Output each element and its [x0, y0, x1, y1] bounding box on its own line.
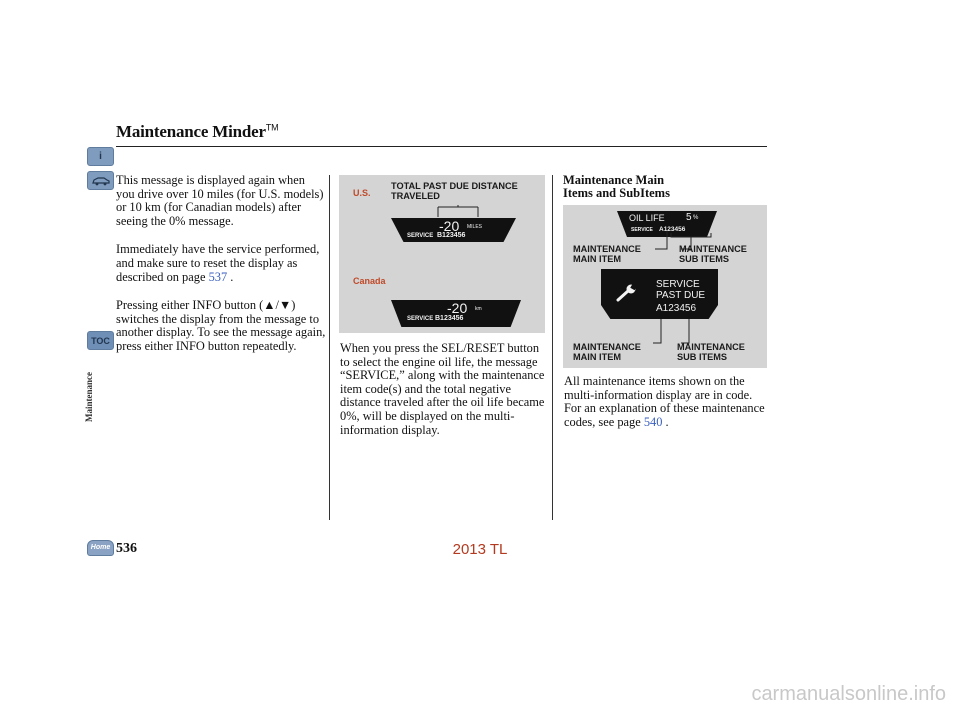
period-2: . — [665, 414, 669, 429]
middle-paragraph: When you press the SEL/RESET button to s… — [340, 341, 545, 437]
us-service-label: SERVICE — [407, 233, 434, 239]
column-divider-2 — [552, 175, 553, 520]
canada-service-label: SERVICE — [407, 316, 434, 322]
section-heading-line-2: Items and SubItems — [563, 186, 670, 200]
section-heading-line-1: Maintenance Main — [563, 173, 665, 187]
oil-life-service-code: A123456 — [659, 226, 686, 233]
canada-display: -20 km SERVICE B123456 — [391, 300, 521, 327]
service-past-due-display: SERVICE PAST DUE A123456 — [601, 269, 718, 319]
main-item-label-top: MAINTENANCE MAIN ITEM — [573, 244, 641, 264]
past-due-code: A123456 — [656, 303, 697, 314]
paragraph-1: This message is displayed again when you… — [116, 173, 324, 228]
us-display: -20 MILES SERVICE B123456 — [391, 218, 516, 242]
wrench-icon — [616, 284, 637, 302]
info-icon: i — [99, 151, 102, 162]
paragraph-2: Immediately have the service performed, … — [116, 243, 326, 284]
page-title: Maintenance MinderTM — [116, 122, 279, 142]
paragraph-2-text: Immediately have the service performed, … — [116, 242, 320, 284]
distance-figure: U.S. TOTAL PAST DUE DISTANCE TRAVELED -2… — [339, 175, 545, 333]
trademark: TM — [265, 122, 279, 133]
us-distance-unit: MILES — [467, 224, 483, 230]
oil-life-label: OIL LIFE — [629, 213, 665, 223]
toc-nav-button[interactable]: TOC — [87, 331, 114, 350]
title-rule — [116, 146, 767, 147]
page-537-link[interactable]: 537 — [208, 269, 228, 284]
right-paragraph: All maintenance items shown on the multi… — [564, 374, 769, 429]
oil-life-service-label: SERVICE — [631, 227, 653, 233]
model-label: 2013 TL — [452, 541, 508, 558]
us-label: U.S. — [353, 188, 371, 198]
oil-life-value: 5 — [686, 212, 692, 223]
oil-life-unit: % — [693, 215, 699, 221]
us-service-code: B123456 — [437, 232, 466, 239]
watermark: carmanualsonline.info — [751, 683, 946, 705]
period: . — [230, 269, 234, 284]
canada-distance-value: -20 — [447, 300, 468, 316]
oil-life-display: OIL LIFE 5 % SERVICE A123456 — [617, 211, 717, 237]
sub-items-label-top: MAINTENANCE SUB ITEMS — [679, 244, 747, 264]
canada-distance-unit: km — [475, 306, 482, 312]
canada-service-code: B123456 — [435, 315, 464, 322]
total-past-due-callout: TOTAL PAST DUE DISTANCE TRAVELED — [391, 181, 518, 201]
callout-bracket — [437, 205, 479, 217]
paragraph-3: Pressing either INFO button (▲/▼) switch… — [116, 298, 326, 353]
page-number: 536 — [116, 541, 137, 556]
car-nav-button[interactable] — [87, 171, 114, 190]
page-title-text: Maintenance Minder — [116, 122, 266, 141]
sub-items-label-bottom: MAINTENANCE SUB ITEMS — [677, 342, 745, 362]
car-icon — [91, 176, 110, 185]
section-heading: Maintenance Main Items and SubItems — [563, 174, 670, 200]
toc-label: TOC — [91, 335, 110, 346]
page-540-link[interactable]: 540 — [643, 414, 663, 429]
right-column: All maintenance items shown on the multi… — [564, 374, 769, 444]
canada-label: Canada — [353, 276, 386, 286]
home-button[interactable]: Home — [87, 540, 114, 556]
column-divider-1 — [329, 175, 330, 520]
main-item-label-bottom: MAINTENANCE MAIN ITEM — [573, 342, 641, 362]
info-nav-button[interactable]: i — [87, 147, 114, 166]
service-past-due-line-1: SERVICE — [656, 279, 700, 290]
us-distance-value: -20 — [439, 218, 460, 234]
middle-column: When you press the SEL/RESET button to s… — [340, 341, 545, 452]
maintenance-code-figure: OIL LIFE 5 % SERVICE A123456 MAINTENANCE… — [563, 205, 767, 368]
section-tab-label: Maintenance — [84, 372, 94, 422]
service-past-due-line-2: PAST DUE — [656, 290, 706, 301]
left-column: This message is displayed again when you… — [116, 173, 326, 369]
right-paragraph-text: All maintenance items shown on the multi… — [564, 374, 765, 429]
